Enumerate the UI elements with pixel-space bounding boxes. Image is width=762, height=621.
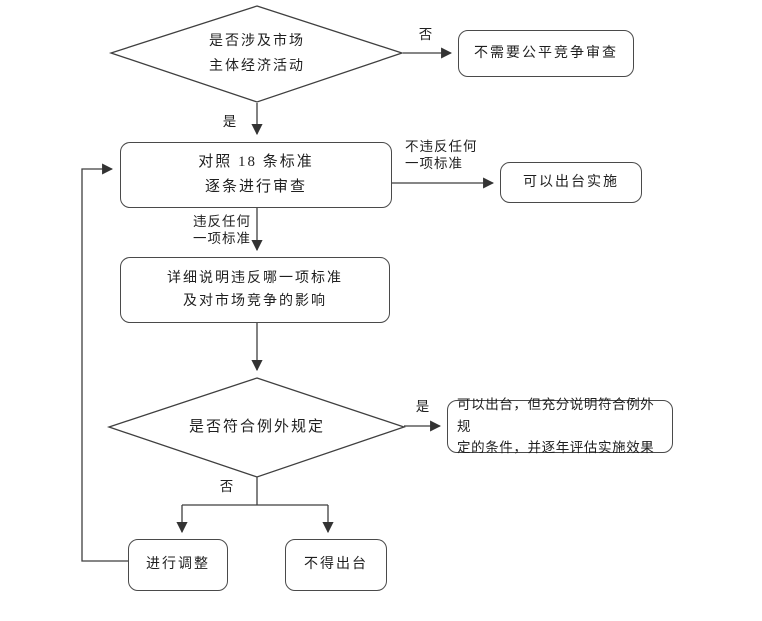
edge-label-violation: 违反任何 一项标准 [193,214,251,246]
decision-market-diamond-shape [108,5,405,103]
node-review-standards: 对照 18 条标准 逐条进行审查 [120,142,392,208]
edge-label-yes-exception: 是 [415,399,431,414]
edge-label-yes-market: 是 [222,114,238,129]
node-no-review-needed: 不需要公平竞争审查 [458,30,634,77]
edge-feedback-loop [81,163,128,562]
edge-label-no-market: 否 [418,27,434,42]
edge-label-no-violation: 不违反任何 一项标准 [405,139,478,171]
decision-exception-label: 是否符合例外规定 [188,418,325,435]
decision-market-label: 是否涉及市场 主体经济活动 [209,33,305,74]
node-implement-with-conditions: 可以出台，但充分说明符合例外规 定的条件，并逐年评估实施效果 [447,397,673,455]
node-can-implement: 可以出台实施 [500,162,642,203]
node-make-adjustment: 进行调整 [128,539,228,591]
node-must-not-issue: 不得出台 [285,539,387,591]
node-explain-violation: 详细说明违反哪一项标准 及对市场竞争的影响 [120,257,390,323]
edge-label-no-exception: 否 [219,479,235,494]
